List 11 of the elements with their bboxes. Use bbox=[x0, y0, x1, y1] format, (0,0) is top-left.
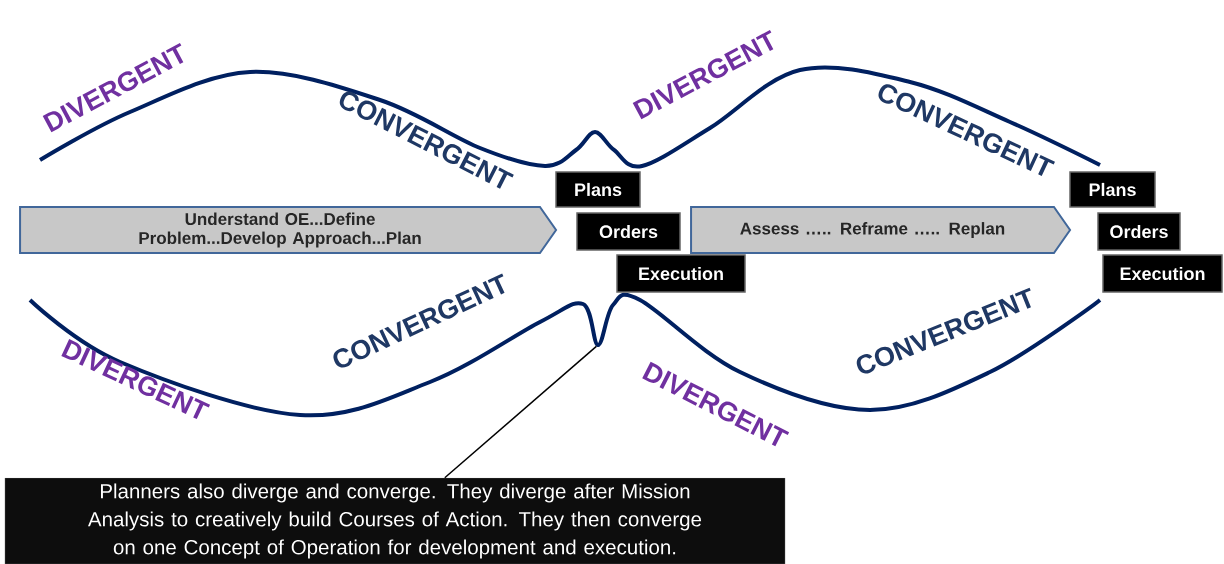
curve-point bbox=[596, 343, 600, 347]
leader-line bbox=[444, 345, 598, 479]
callout-box: Planners also diverge and converge. They diverge after Mission Analysis to creatively build Courses of Action. They then converge on one Concept of Operation for development and execution. bbox=[4, 477, 786, 564]
step-box: Execution bbox=[616, 254, 746, 293]
step-box: Orders bbox=[576, 212, 681, 251]
step-box: Plans bbox=[555, 171, 641, 208]
step-box: Orders bbox=[1097, 212, 1181, 251]
process-band: Assess ….. Reframe ….. Replan bbox=[690, 206, 1072, 254]
step-box: Plans bbox=[1069, 171, 1156, 208]
process-band: Understand OE...Define Problem...Develop Approach...Plan bbox=[19, 206, 558, 254]
step-box: Execution bbox=[1102, 254, 1223, 293]
